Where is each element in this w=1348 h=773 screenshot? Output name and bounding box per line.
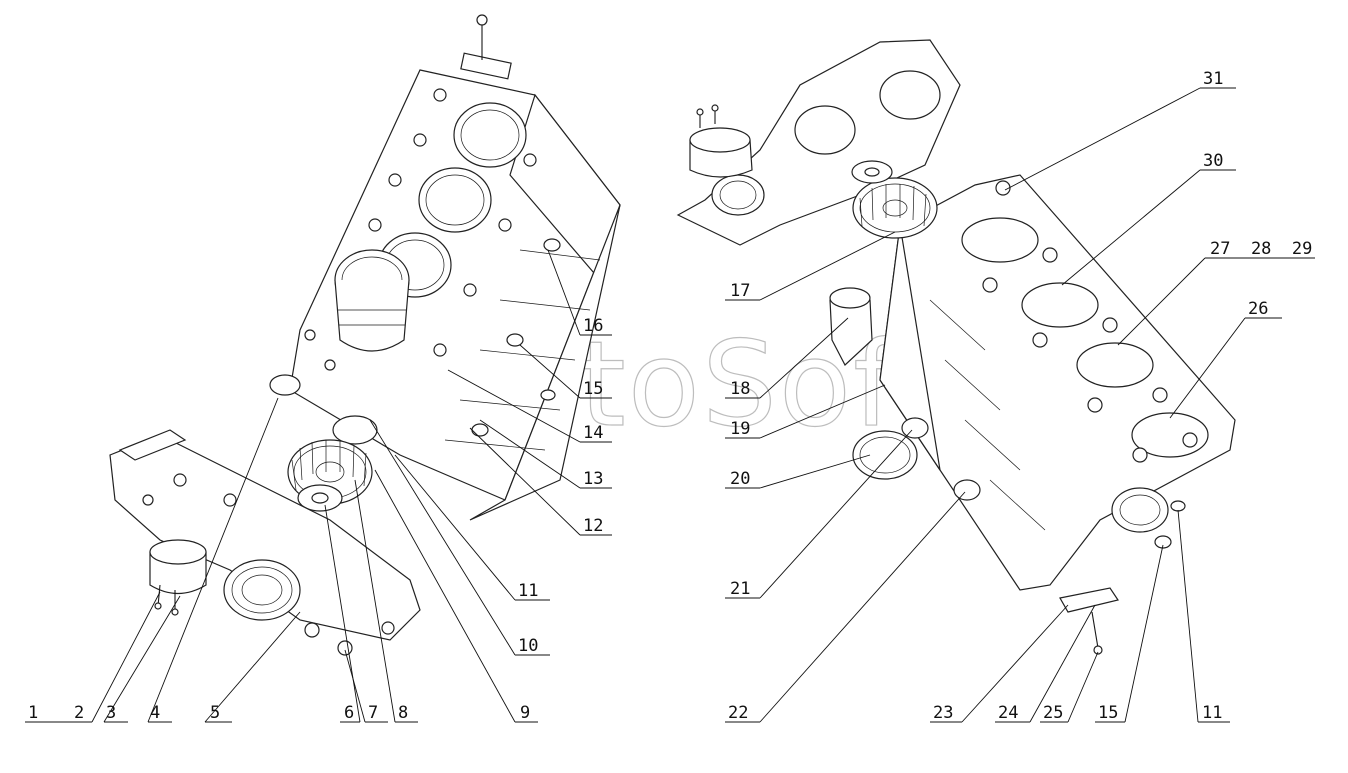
callout-11-right: 11 <box>1202 703 1222 723</box>
callout-14: 14 <box>583 423 603 443</box>
callout-26: 26 <box>1248 299 1268 319</box>
callout-27-28-29: 27 28 29 <box>1210 239 1312 259</box>
callout-7: 7 <box>368 703 378 723</box>
callout-21: 21 <box>730 579 750 599</box>
callout-12: 12 <box>583 516 603 536</box>
callout-11-left: 11 <box>518 581 538 601</box>
callout-leaders <box>25 87 1315 723</box>
callout-15-left: 15 <box>583 379 603 399</box>
callout-5: 5 <box>210 703 220 723</box>
callout-4: 4 <box>150 703 160 723</box>
callout-1: 1 <box>28 703 38 723</box>
callout-10: 10 <box>518 636 538 656</box>
left-timing-cover <box>109 429 421 656</box>
callout-20: 20 <box>730 469 750 489</box>
callout-8: 8 <box>398 703 408 723</box>
callout-16: 16 <box>583 316 603 336</box>
right-camshaft-gear <box>851 160 938 239</box>
callout-22: 22 <box>728 703 748 723</box>
callout-24: 24 <box>998 703 1018 723</box>
callout-9: 9 <box>520 703 530 723</box>
callout-2: 2 <box>74 703 84 723</box>
left-engine-block <box>269 14 621 521</box>
right-cam-gear-housing <box>676 39 961 246</box>
callout-19: 19 <box>730 419 750 439</box>
left-thrust-flange <box>297 484 343 512</box>
callout-30: 30 <box>1203 151 1223 171</box>
right-engine-block <box>879 174 1236 655</box>
callout-13: 13 <box>583 469 603 489</box>
right-oil-filter-housing <box>829 287 918 480</box>
callout-23: 23 <box>933 703 953 723</box>
callout-3: 3 <box>106 703 116 723</box>
callout-labels: 1 2 3 4 5 6 7 8 9 10 11 12 13 14 15 16 1… <box>28 69 1312 723</box>
callout-6: 6 <box>344 703 354 723</box>
callout-25: 25 <box>1043 703 1063 723</box>
callout-15-right: 15 <box>1098 703 1118 723</box>
callout-17: 17 <box>730 281 750 301</box>
callout-18: 18 <box>730 379 750 399</box>
callout-31: 31 <box>1203 69 1223 89</box>
